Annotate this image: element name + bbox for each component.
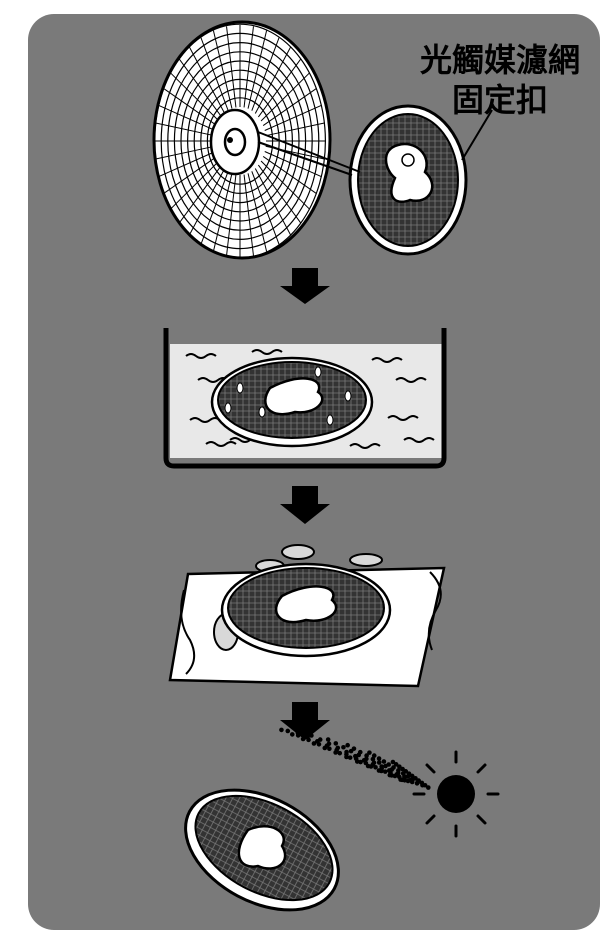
callout-line-2: 固定扣 bbox=[400, 80, 600, 120]
filter-clip bbox=[350, 106, 466, 254]
filter-soaking bbox=[212, 358, 372, 446]
filter-clip-callout-label: 光觸媒濾網 固定扣 bbox=[400, 40, 600, 120]
filter-drying bbox=[222, 564, 390, 656]
fan-grille bbox=[154, 22, 330, 258]
callout-line-1: 光觸媒濾網 bbox=[400, 40, 600, 80]
